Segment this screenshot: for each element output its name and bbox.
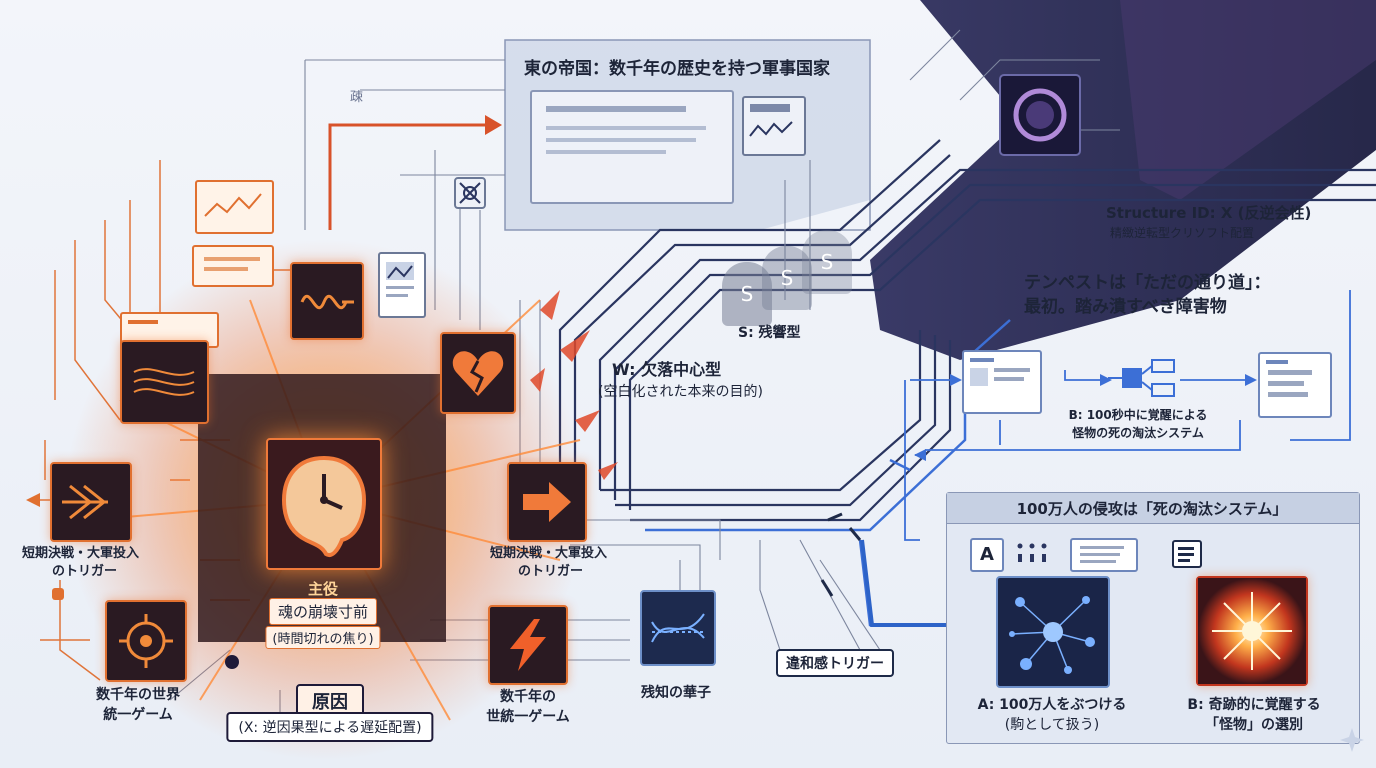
right-flow-wires: [904, 290, 1351, 541]
left-game-line2: 統一ゲーム: [103, 707, 173, 723]
w-type-sub: (空白化された本来の目的): [598, 384, 763, 400]
remnant-label: 残知の華子: [641, 685, 711, 701]
waveform-tile: [290, 262, 364, 340]
document-icon: [378, 252, 426, 318]
echo-figure-1: S: [722, 262, 772, 326]
target-icon: [454, 177, 486, 209]
top-box-mark: 疎: [350, 90, 364, 105]
echo-figure-3: S: [802, 230, 852, 294]
network-tile: [996, 576, 1110, 688]
left-trigger-line2: のトリガー: [52, 564, 118, 579]
invasion-a-line1: A: 100万人をぶつける: [977, 697, 1127, 713]
top-box-title: 東の帝国：数千年の歴史を持つ軍事国家: [524, 59, 830, 79]
dots-icon: [1014, 540, 1058, 562]
left-trigger-line1: 短期決戦・大軍投入: [22, 546, 140, 561]
top-doc-icon: [530, 90, 734, 204]
w-type-title: W: 欠落中心型: [612, 360, 722, 379]
flow-window-right: [1258, 352, 1332, 418]
structure-sub: 精緻逆転型クリソフト配置: [1110, 226, 1255, 240]
awakening-star-tile: [1196, 576, 1308, 686]
echo-figure-2: S: [762, 246, 812, 310]
b-flow-line1: B: 100秒中に覚醒による: [1068, 408, 1208, 422]
compass-tile: [105, 600, 187, 682]
tempest-line2: 最初。踏み潰すべき障害物: [1024, 297, 1227, 317]
invasion-title: 100万人の侵攻は「死の淘汰システム」: [1016, 500, 1288, 518]
band-highlight: [1120, 0, 1376, 200]
data-stream-tile: [120, 340, 209, 424]
small-list-icon: [1172, 540, 1202, 568]
protagonist-label: 主役: [307, 580, 339, 598]
broken-heart-tile: [440, 332, 516, 414]
structure-title: Structure ID: X (反逆会性): [1106, 204, 1312, 222]
node-dot-orange: [52, 588, 64, 600]
invasion-b-line2: 「怪物」の選別: [1205, 717, 1303, 733]
invasion-a-line2: (駒として扱う): [1004, 717, 1100, 733]
trend-chart-icon: [195, 180, 274, 234]
sparkle-icon: [1340, 728, 1364, 752]
font-doc-icon: A: [970, 538, 1004, 572]
protagonist-sub: (時間切れの焦り): [265, 626, 381, 649]
right-trigger-line2: のトリガー: [518, 564, 584, 579]
invasion-b-line1: B: 奇跡的に覚醒する: [1187, 697, 1321, 713]
lightning-tile: [488, 605, 568, 685]
node-dot: [225, 655, 239, 669]
right-arrow-tile: [507, 462, 587, 542]
melting-clock-tile: [266, 438, 382, 570]
dissonance-label: 違和感トリガー: [776, 649, 894, 677]
right-trigger-line1: 短期決戦・大軍投入: [490, 546, 608, 561]
right-game-line1: 数千年の: [500, 689, 556, 705]
list-doc-icon: [1070, 538, 1138, 572]
remnant-tile: [640, 590, 716, 666]
left-game-line1: 数千年の世界: [96, 687, 180, 703]
right-game-line2: 世統一ゲーム: [486, 709, 570, 725]
merge-node-icon: [1108, 352, 1178, 404]
flow-window-left: [962, 350, 1042, 414]
protagonist-title: 魂の崩壊寸前: [268, 598, 378, 625]
orange-doc-icon: [192, 245, 274, 287]
speed-arrows-tile: [50, 462, 132, 542]
shards: [530, 290, 618, 480]
s-type-label: S: 残響型: [738, 325, 801, 341]
break-marks: [820, 512, 862, 597]
tempest-line1: テンペストは「ただの通り道」：: [1024, 273, 1271, 293]
cause-sub: (X: 逆因果型による遅延配置): [226, 712, 434, 742]
mini-chart-icon: [742, 96, 806, 156]
b-flow-line2: 怪物の死の淘汰システム: [1072, 426, 1204, 440]
